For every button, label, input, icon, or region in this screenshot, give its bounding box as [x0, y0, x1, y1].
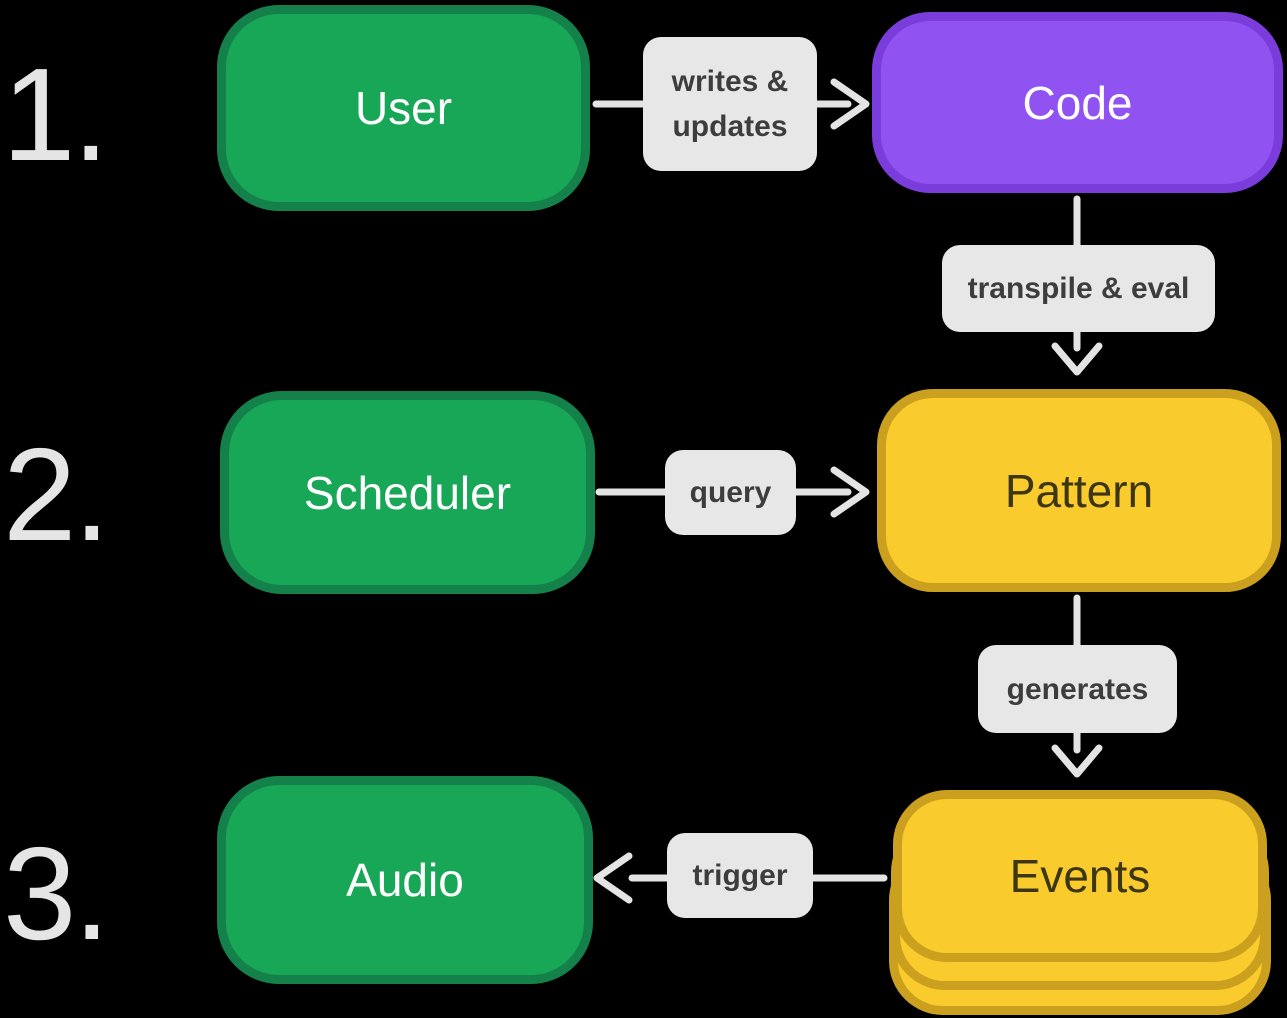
edge-label-transpile-eval-text: transpile & eval: [967, 272, 1190, 305]
node-code: Code: [872, 12, 1283, 193]
edge-label-trigger: trigger: [667, 833, 813, 918]
edge-label-writes-updates: writes & updates: [643, 37, 817, 171]
node-events: Events: [893, 790, 1267, 962]
arrow-user-to-code-head: [830, 78, 870, 130]
edge-label-trigger-text: trigger: [692, 859, 788, 892]
edge-label-writes-updates-text: writes & updates: [671, 65, 789, 143]
arrow-scheduler-to-pattern-head: [830, 466, 870, 518]
node-scheduler-label: Scheduler: [303, 466, 512, 519]
arrow-events-to-audio-head: [593, 852, 633, 904]
node-pattern-label: Pattern: [1004, 464, 1154, 517]
node-pattern: Pattern: [877, 389, 1281, 592]
step-number-3: 3.: [3, 820, 110, 967]
node-events-label: Events: [1009, 850, 1151, 902]
step-number-1: 1.: [2, 41, 109, 188]
node-user: User: [217, 5, 590, 211]
edge-label-generates-text: generates: [1006, 672, 1149, 706]
node-scheduler: Scheduler: [220, 391, 595, 594]
node-audio-label: Audio: [346, 854, 464, 906]
edge-label-query-text: query: [689, 476, 772, 509]
edge-label-transpile-eval: transpile & eval: [942, 245, 1215, 332]
node-audio: Audio: [217, 776, 593, 984]
step-number-2: 2.: [3, 421, 110, 568]
edge-label-generates: generates: [978, 645, 1177, 733]
node-user-label: User: [354, 82, 453, 134]
edge-label-query: query: [665, 450, 796, 535]
arrow-pattern-to-events-head: [1051, 744, 1103, 778]
node-code-label: Code: [1022, 76, 1133, 129]
arrow-code-to-pattern-head: [1051, 342, 1103, 376]
